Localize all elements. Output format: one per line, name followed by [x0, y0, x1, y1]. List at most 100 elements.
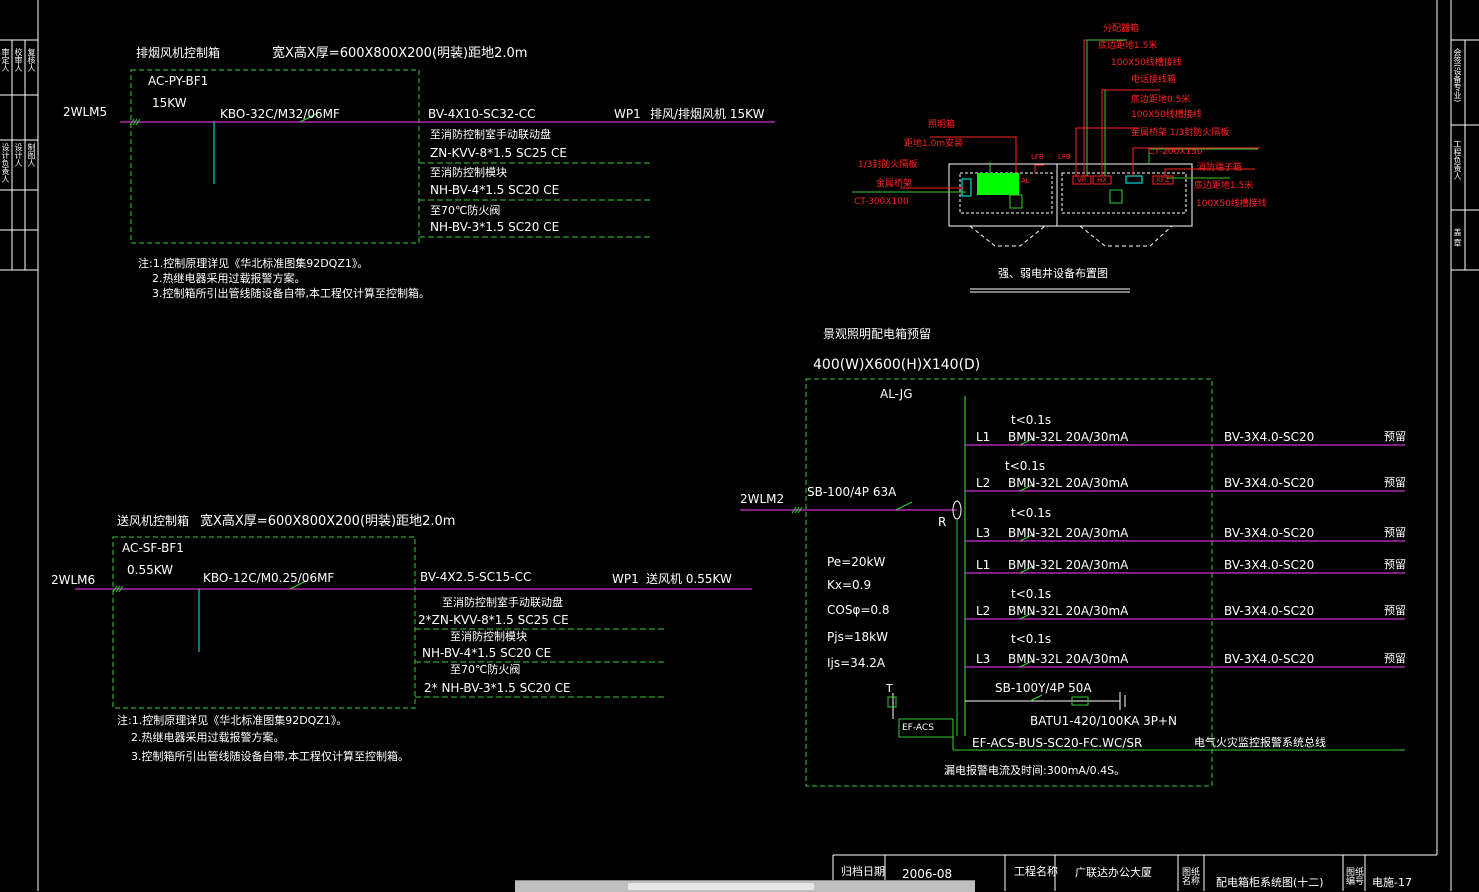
- supply-out-load: 送风机 0.55KW: [646, 572, 732, 586]
- circuit-1-breaker: BMN-32L 20A/30mA: [1008, 430, 1129, 444]
- exhaust-note-2: 2.热继电器采用过载报警方案。: [152, 272, 306, 285]
- exhaust-note-3: 3.控制箱所引出管线随设备自带,本工程仅计算至控制箱。: [152, 287, 430, 300]
- title-project: 广联达办公大厦: [1075, 866, 1152, 879]
- shaft-label-13: CT-300X100: [854, 197, 909, 207]
- exhaust-feeder-label: 2WLM5: [63, 105, 108, 119]
- lighting-param-pjs: Pjs=18kW: [827, 630, 888, 644]
- shaft-label-7: 金属桥架 1/3封防火隔板: [1131, 128, 1230, 138]
- circuit-1-cable: BV-3X4.0-SC20: [1224, 430, 1315, 444]
- supply-link-cable-1: 2*ZN-KVV-8*1.5 SC25 CE: [418, 613, 569, 627]
- exhaust-box-spec: 宽X高X厚=600X800X200(明装)距地2.0m: [272, 46, 528, 61]
- supply-note-3: 3.控制箱所引出管线随设备自带,本工程仅计算至控制箱。: [131, 750, 409, 763]
- circuit-1-note: 预留: [1384, 430, 1406, 443]
- supply-box-title: 送风机控制箱: [117, 514, 190, 528]
- right-strip-2: 工程负责人: [1453, 140, 1462, 180]
- shaft-label-8: CT-200X150: [1148, 147, 1203, 157]
- shaft-label-11: 1/3封防火隔板: [858, 160, 918, 170]
- lighting-param-pe: Pe=20kW: [827, 555, 886, 569]
- exhaust-box-diagram: [120, 69, 775, 244]
- supply-feeder-label: 2WLM6: [51, 573, 96, 587]
- vp-box: [1072, 175, 1092, 185]
- left-strip-4: 设计负责人: [1, 143, 10, 183]
- lighting-title: 景观照明配电箱预留: [823, 327, 932, 341]
- circuit-3-note: 预留: [1384, 526, 1406, 539]
- efacs-bus-label: EF-ACS-BUS-SC20-FC.WC/SR: [972, 736, 1143, 750]
- circuit-6-phase: L3: [976, 652, 991, 666]
- shaft-label-3: 100X50线槽接线: [1111, 58, 1182, 68]
- exhaust-link-desc-3: 至70℃防火阀: [430, 204, 501, 217]
- lighting-breaker-marks: [1019, 437, 1035, 668]
- circuit-6-breaker: BMN-32L 20A/30mA: [1008, 652, 1129, 666]
- exhaust-out-cable: BV-4X10-SC32-CC: [428, 107, 536, 121]
- supply-wire-ticks: [112, 585, 124, 593]
- exhaust-breaker-label: KBO-32C/M32/06MF: [220, 107, 340, 121]
- shaft-tag-al: AL: [1021, 177, 1030, 185]
- lighting-param-ijs: Ijs=34.2A: [827, 656, 886, 670]
- lighting-main-breaker: SB-100/4P 63A: [807, 485, 897, 499]
- shaft-label-9: 照明箱: [928, 120, 956, 130]
- shaft-caption: 强、弱电井设备布置图: [998, 267, 1108, 280]
- lighting-panel-diagram: [740, 378, 1405, 787]
- right-strip-1: 会签(设备专业): [1453, 48, 1462, 103]
- lighting-wire-ticks: [791, 506, 803, 514]
- circuit-4-cable: BV-3X4.0-SC20: [1224, 558, 1315, 572]
- scrollbar-thumb[interactable]: [628, 883, 814, 890]
- supply-out-cable: BV-4X2.5-SC15-CC: [420, 570, 532, 584]
- circuit-3-cable: BV-3X4.0-SC20: [1224, 526, 1315, 540]
- title-date: 2006-08: [902, 867, 953, 881]
- circuit-2-breaker: BMN-32L 20A/30mA: [1008, 476, 1129, 490]
- right-sign-strip: [1451, 39, 1479, 271]
- supply-link-desc-2: 至消防控制模块: [450, 630, 527, 643]
- shaft-leaders: [900, 39, 1260, 189]
- supply-breaker-label: KBO-12C/M0.25/06MF: [203, 571, 335, 585]
- weak-room-inner: [1061, 172, 1187, 214]
- supply-link-desc-1: 至消防控制室手动联动盘: [442, 596, 563, 609]
- shaft-green-leaders: [852, 39, 1258, 193]
- left-strip-3: 复核人: [27, 48, 36, 72]
- title-date-label: 归档日期: [841, 865, 885, 878]
- lighting-panel-box: [977, 173, 1019, 195]
- left-strip-5: 设计人: [14, 143, 23, 167]
- circuit-2-note: 预留: [1384, 476, 1406, 489]
- shaft-tag-hx: HX: [1097, 176, 1108, 184]
- circuit-4-phase: L1: [976, 558, 991, 572]
- lighting-name: AL-JG: [880, 387, 913, 401]
- shaft-label-5: 底边距地0.5米: [1131, 95, 1191, 105]
- exhaust-link-cable-1: ZN-KVV-8*1.5 SC25 CE: [430, 146, 568, 160]
- tray-right-box: [1125, 175, 1143, 184]
- supply-box-outline: [112, 536, 416, 709]
- supply-note-1: 注:1.控制原理详见《华北标准图集92DQZ1》。: [117, 714, 348, 727]
- title-number-label: 图纸编号: [1346, 868, 1365, 887]
- socket-box-left: [1009, 194, 1023, 209]
- circuit-2-cable: BV-3X4.0-SC20: [1224, 476, 1315, 490]
- lighting-circuit-lines: [965, 444, 1405, 668]
- efacs-bus-note: 电气火灾监控报警系统总线: [1194, 736, 1326, 749]
- exhaust-box-power: 15KW: [152, 96, 187, 110]
- left-sign-strip: [0, 39, 38, 271]
- circuit-5-note: 预留: [1384, 604, 1406, 617]
- exhaust-wire-ticks: [129, 118, 141, 126]
- xfz-box: [1152, 175, 1174, 185]
- shaft-door-swing: [969, 225, 1173, 247]
- shaft-layout: [852, 39, 1260, 293]
- shaft-outline: [948, 163, 1193, 227]
- shaft-label-12: 金属桥架: [876, 179, 913, 189]
- shaft-label-1: 分配器箱: [1103, 24, 1140, 34]
- shaft-label-4: 电话接线箱: [1131, 75, 1177, 85]
- circuit-4-breaker: BMN-32L 20A/30mA: [1008, 558, 1129, 572]
- title-project-label: 工程名称: [1014, 865, 1058, 878]
- circuit-5-breaker: BMN-32L 20A/30mA: [1008, 604, 1129, 618]
- spd-device: [1071, 696, 1089, 706]
- title-number: 电施-17: [1372, 876, 1412, 889]
- t-sensor-box: [887, 696, 897, 708]
- lighting-rcd-mark: R: [938, 515, 947, 529]
- horizontal-scrollbar[interactable]: [515, 880, 975, 892]
- exhaust-out-tag: WP1: [614, 107, 641, 121]
- exhaust-link-desc-2: 至消防控制模块: [430, 166, 507, 179]
- shaft-tag-lfb1: LFB: [1031, 153, 1044, 161]
- title-block-lines: [832, 854, 1437, 891]
- socket-box-right: [1109, 189, 1123, 204]
- supply-box-spec: 宽X高X厚=600X800X200(明装)距地2.0m: [200, 514, 456, 529]
- title-drawing-label: 图纸名称: [1182, 868, 1201, 887]
- spd-breaker-label: SB-100Y/4P 50A: [995, 681, 1092, 695]
